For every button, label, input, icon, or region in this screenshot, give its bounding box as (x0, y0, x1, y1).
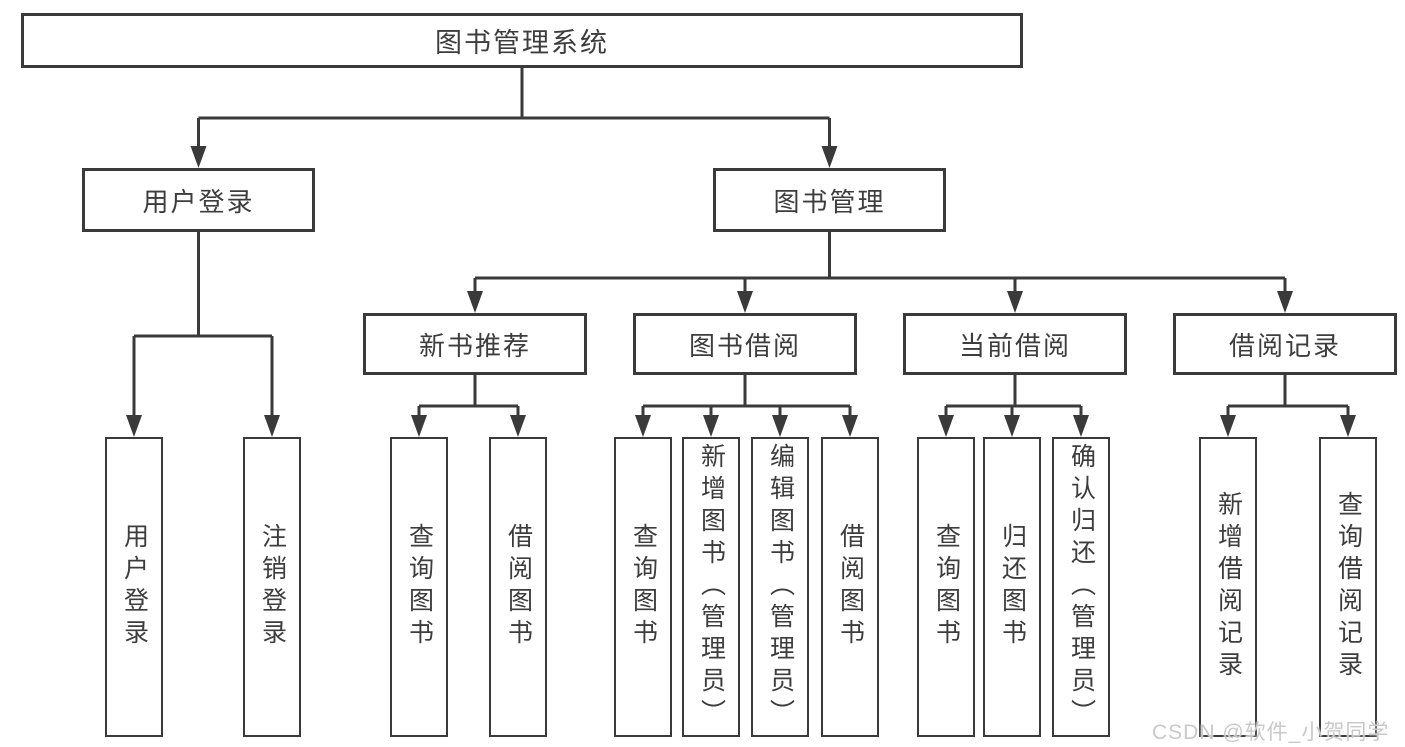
node-borrow-books-leaf: 借阅图书 (821, 437, 879, 737)
leaf-label: 借阅图书 (504, 523, 533, 651)
node-logout-leaf: 注销登录 (243, 437, 301, 737)
leaf-label: 新增借阅记录 (1214, 491, 1243, 683)
node-add-borrow-record: 新增借阅记录 (1199, 437, 1257, 737)
node-current-borrowing: 当前借阅 (903, 313, 1127, 375)
node-add-books-admin: 新增图书（管理员） (682, 437, 740, 737)
node-borrowing-records: 借阅记录 (1173, 313, 1397, 375)
leaf-label: 用户登录 (120, 523, 149, 651)
node-query-books-recommend: 查询图书 (390, 437, 448, 737)
arrowheads (126, 146, 1356, 437)
node-query-books-borrow: 查询图书 (614, 437, 672, 737)
csdn-watermark: CSDN @软件_小贺同学 (1152, 721, 1390, 744)
leaf-label: 查询借阅记录 (1334, 491, 1363, 683)
leaf-label: 借阅图书 (836, 523, 865, 651)
node-user-login-leaf: 用户登录 (105, 437, 163, 737)
node-library-system: 图书管理系统 (21, 13, 1023, 68)
node-return-books: 归还图书 (983, 437, 1041, 737)
node-query-books-current: 查询图书 (917, 437, 975, 737)
leaf-label: 归还图书 (998, 523, 1027, 651)
leaf-label: 注销登录 (258, 523, 287, 651)
leaf-label: 查询图书 (629, 523, 658, 651)
leaf-label: 确认归还（管理员） (1067, 443, 1096, 731)
node-query-borrow-record: 查询借阅记录 (1319, 437, 1377, 737)
node-borrow-books-recommend: 借阅图书 (489, 437, 547, 737)
node-book-management: 图书管理 (713, 168, 946, 232)
leaf-label: 查询图书 (405, 523, 434, 651)
node-user-login: 用户登录 (82, 168, 315, 232)
leaf-label: 编辑图书（管理员） (766, 443, 795, 731)
leaf-label: 查询图书 (932, 523, 961, 651)
node-confirm-return-admin: 确认归还（管理员） (1052, 437, 1110, 737)
node-edit-books-admin: 编辑图书（管理员） (751, 437, 809, 737)
node-book-borrowing: 图书借阅 (633, 313, 857, 375)
leaf-label: 新增图书（管理员） (697, 443, 726, 731)
node-new-book-recommend: 新书推荐 (363, 313, 587, 375)
